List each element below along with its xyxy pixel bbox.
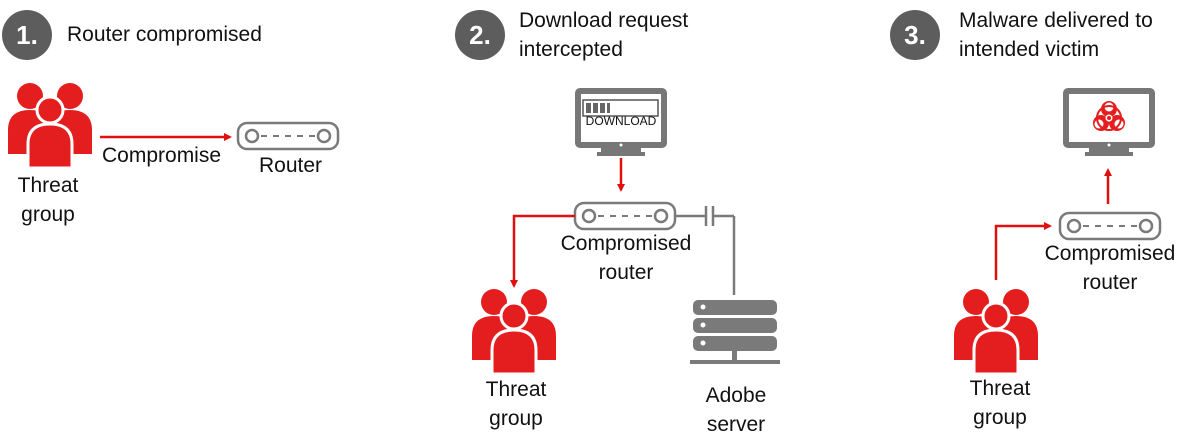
server-label-line1: Adobe bbox=[705, 384, 767, 407]
monitor-icon bbox=[575, 88, 667, 156]
server-label-line2: server bbox=[706, 413, 766, 436]
step-2-badge: 2. bbox=[455, 10, 505, 60]
threat-group-icon bbox=[8, 83, 92, 168]
download-text: DOWNLOAD bbox=[585, 114, 657, 128]
threat-label-line1: Threat bbox=[485, 378, 547, 401]
router-icon bbox=[236, 121, 340, 151]
threat-label-line2: group bbox=[973, 406, 1027, 429]
threat-label-line1: Threat bbox=[17, 174, 79, 197]
step-1-title: Router compromised bbox=[67, 23, 262, 46]
server-link bbox=[676, 206, 736, 295]
threat-label-line1: Threat bbox=[969, 377, 1031, 400]
router-icon bbox=[573, 201, 677, 231]
step-3-number: 3. bbox=[904, 19, 926, 50]
compromised-router-label: Compromised router bbox=[1030, 239, 1187, 297]
step-1-badge: 1. bbox=[2, 10, 52, 60]
step-2-title: Download request intercepted bbox=[519, 9, 689, 61]
router-label-line2: router bbox=[1082, 271, 1138, 294]
intercept-arrow bbox=[510, 214, 575, 288]
router-label: Router bbox=[258, 154, 323, 177]
relay-arrow bbox=[994, 222, 1052, 280]
biohazard-icon bbox=[1093, 101, 1125, 131]
step-2-number: 2. bbox=[469, 19, 491, 50]
server-icon bbox=[690, 300, 780, 364]
threat-label: Threat group bbox=[952, 374, 1048, 432]
compromised-router-label: Compromised router bbox=[546, 229, 706, 287]
step-1-number: 1. bbox=[16, 19, 38, 50]
step-3-badge: 3. bbox=[890, 10, 940, 60]
router-label-line1: Compromised bbox=[560, 232, 692, 255]
router-label-line1: Compromised bbox=[1044, 242, 1176, 265]
router-icon bbox=[1058, 211, 1162, 241]
threat-group-icon bbox=[954, 289, 1038, 374]
server-label: Adobe server bbox=[688, 381, 784, 439]
step-3-title: Malware delivered to intended victim bbox=[959, 9, 1153, 61]
threat-label: Threat group bbox=[0, 171, 96, 229]
threat-label: Threat group bbox=[468, 375, 564, 433]
threat-label-line2: group bbox=[21, 203, 75, 226]
threat-label-line2: group bbox=[489, 407, 543, 430]
threat-group-icon bbox=[472, 289, 556, 374]
router-label-line2: router bbox=[598, 261, 654, 284]
compromise-label: Compromise bbox=[102, 144, 222, 167]
monitor-icon bbox=[1063, 88, 1155, 156]
